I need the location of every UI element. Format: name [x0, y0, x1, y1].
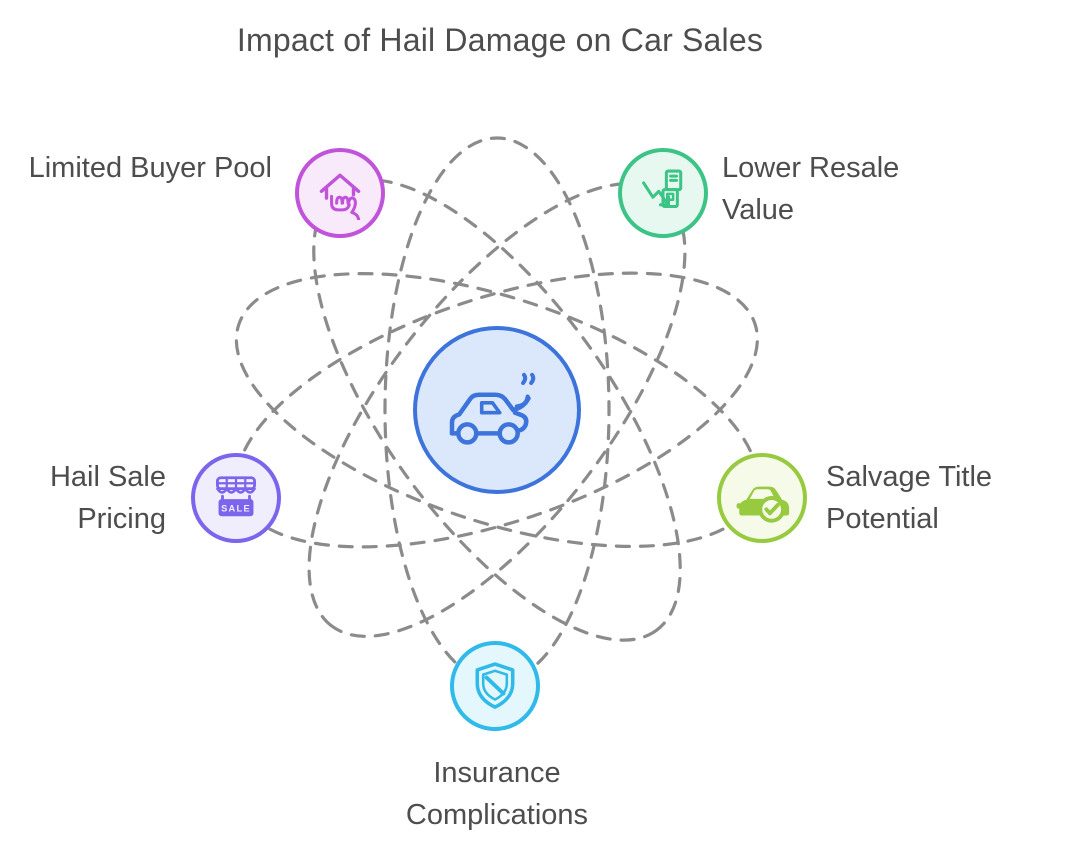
- damaged-car-icon: [449, 372, 536, 445]
- center-node-hail-damaged-car: [413, 326, 581, 494]
- node-limited-buyer-pool: [295, 148, 385, 238]
- house-hand-icon: [319, 173, 361, 220]
- node-lower-resale-value: [618, 148, 708, 238]
- node-hail-sale-pricing: SALE: [191, 453, 281, 543]
- node-label-salvage-title-potential: Salvage Title Potential: [826, 461, 993, 536]
- sale-sign-text: SALE: [221, 504, 251, 514]
- node-label-limited-buyer-pool: Limited Buyer Pool: [28, 152, 272, 184]
- money-decline-icon: [642, 169, 683, 209]
- car-check-icon: [736, 486, 790, 523]
- node-label-lower-resale-value: Lower Resale Value: [722, 152, 900, 227]
- node-label-hail-sale-pricing: Hail Sale Pricing: [49, 461, 166, 536]
- node-salvage-title-potential: [717, 453, 807, 543]
- node-label-insurance-complications: Insurance Complications: [405, 757, 589, 832]
- sale-stall-icon: SALE: [216, 476, 256, 517]
- node-insurance-complications: [450, 641, 540, 731]
- shield-slash-icon: [475, 662, 515, 709]
- diagram-title: Impact of Hail Damage on Car Sales: [236, 22, 764, 58]
